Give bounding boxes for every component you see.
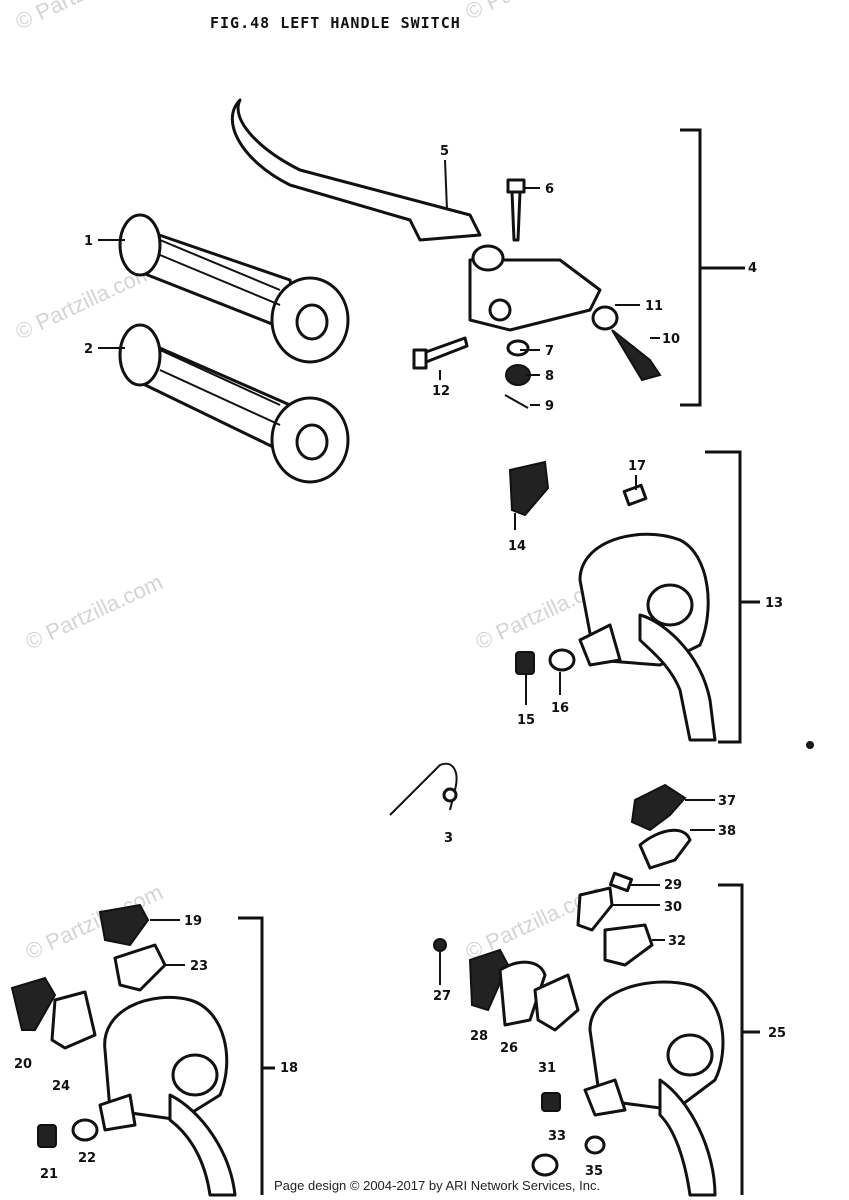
- page-footer: Page design © 2004-2017 by ARI Network S…: [274, 1178, 601, 1193]
- part-28: [468, 948, 510, 1012]
- clutch-lever: [230, 98, 482, 242]
- bolt-6: [506, 178, 526, 242]
- part-19: [98, 903, 150, 947]
- callout-28: 28: [470, 1029, 488, 1044]
- callout-21: 21: [40, 1167, 58, 1182]
- callout-12: 12: [432, 384, 450, 399]
- figure-title: FIG.48 LEFT HANDLE SWITCH: [210, 14, 461, 32]
- part-24: [50, 990, 97, 1050]
- part-26: [498, 960, 547, 1027]
- callout-35: 35: [585, 1164, 603, 1179]
- callout-18: 18: [280, 1061, 298, 1076]
- pin-9: [504, 394, 529, 409]
- grip-2: [118, 323, 350, 484]
- bracket-25: [718, 883, 760, 1195]
- dot-mark: [806, 741, 814, 749]
- part-23: [113, 943, 167, 992]
- bracket-13: [705, 450, 760, 744]
- watermark: © Partzilla.com: [462, 0, 607, 25]
- part-35: [584, 1135, 606, 1155]
- callout-33: 33: [548, 1129, 566, 1144]
- part-30: [576, 886, 614, 932]
- callout-37: 37: [718, 794, 736, 809]
- washer-7: [506, 339, 530, 357]
- callout-10: 10: [662, 332, 680, 347]
- bolt-12: [412, 336, 469, 370]
- switch-13: [578, 532, 717, 742]
- callout-9: 9: [545, 399, 554, 414]
- washer-11: [591, 305, 619, 331]
- callout-15: 15: [517, 713, 535, 728]
- callout-8: 8: [545, 369, 554, 384]
- lever-holder: [468, 244, 602, 332]
- watermark: © Partzilla.com: [12, 0, 157, 35]
- part-21: [37, 1124, 57, 1148]
- callout-11: 11: [645, 299, 663, 314]
- callout-7: 7: [545, 344, 554, 359]
- callout-19: 19: [184, 914, 202, 929]
- callout-4: 4: [748, 261, 757, 276]
- callout-17: 17: [628, 459, 646, 474]
- bracket-4: [680, 128, 745, 407]
- callout-23: 23: [190, 959, 208, 974]
- callout-1: 1: [84, 234, 93, 249]
- callout-20: 20: [14, 1057, 32, 1072]
- part-15: [515, 651, 535, 675]
- bracket-18: [238, 916, 275, 1195]
- callout-16: 16: [551, 701, 569, 716]
- callout-30: 30: [664, 900, 682, 915]
- callout-2: 2: [84, 342, 93, 357]
- part-20: [10, 976, 57, 1031]
- part-31: [533, 973, 580, 1032]
- grip-1: [118, 213, 350, 364]
- callout-3: 3: [444, 831, 453, 846]
- callout-6: 6: [545, 182, 554, 197]
- part-22: [71, 1118, 99, 1142]
- callout-5: 5: [440, 144, 449, 159]
- callout-31: 31: [538, 1061, 556, 1076]
- part-37: [630, 783, 687, 832]
- part-17: [622, 483, 648, 507]
- part-33: [541, 1092, 561, 1112]
- callout-38: 38: [718, 824, 736, 839]
- callout-27: 27: [433, 989, 451, 1004]
- part-32: [603, 923, 654, 967]
- watermark: © Partzilla.com: [22, 569, 167, 654]
- callout-24: 24: [52, 1079, 70, 1094]
- wire-3-end: [442, 787, 458, 803]
- callout-22: 22: [78, 1151, 96, 1166]
- part-38: [638, 828, 692, 870]
- callout-13: 13: [765, 596, 783, 611]
- part-27: [433, 938, 447, 952]
- callout-26: 26: [500, 1041, 518, 1056]
- switch-25: [583, 980, 725, 1197]
- callout-32: 32: [668, 934, 686, 949]
- part-16: [548, 648, 576, 672]
- adjuster-10: [611, 329, 662, 382]
- callout-14: 14: [508, 539, 526, 554]
- part-34: [531, 1153, 559, 1177]
- callout-25: 25: [768, 1026, 786, 1041]
- callout-29: 29: [664, 878, 682, 893]
- part-14: [508, 460, 550, 517]
- switch-18: [98, 995, 237, 1197]
- part-29: [608, 871, 634, 893]
